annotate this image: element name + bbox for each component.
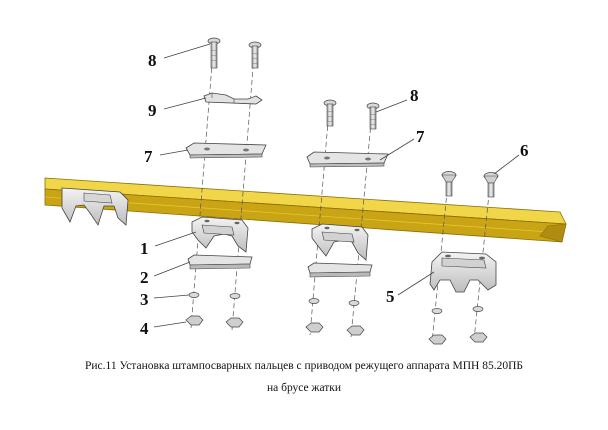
cutter-bar — [44, 177, 567, 243]
label-8-right: 8 — [410, 86, 419, 105]
bolt-pos6-b — [483, 172, 499, 198]
finger-on-bar — [61, 187, 129, 226]
label-5: 5 — [386, 287, 395, 306]
plate-pos7-right — [306, 151, 389, 168]
label-1: 1 — [140, 239, 149, 258]
drive-finger-pos5 — [429, 251, 497, 293]
bolt-pos8-b — [248, 41, 262, 69]
plate-pos7-left — [185, 142, 267, 159]
callout-labels: 8 9 7 1 2 3 4 8 7 6 5 — [140, 51, 529, 338]
label-9: 9 — [148, 101, 157, 120]
label-6: 6 — [520, 141, 529, 160]
plate-pos9 — [203, 92, 263, 105]
label-7-right: 7 — [416, 127, 425, 146]
washers-pos3 — [188, 292, 484, 314]
plate-pos2 — [187, 254, 253, 270]
figure-caption-line1: Рис.11 Установка штампосварных пальцев с… — [84, 360, 524, 372]
leader-lines — [153, 43, 520, 328]
finger-pos1 — [191, 216, 249, 253]
nuts-pos4 — [185, 315, 488, 345]
label-3: 3 — [140, 290, 149, 309]
finger-middle — [311, 223, 369, 261]
plate-middle-lower — [307, 262, 373, 278]
label-7-left: 7 — [144, 147, 153, 166]
bolt-pos8-a — [207, 37, 221, 69]
figure-caption-line2: на брусе жатки — [266, 382, 342, 394]
bolt-pos6-a — [441, 171, 457, 197]
label-4: 4 — [140, 319, 149, 338]
bolt-pos8-d — [366, 102, 380, 130]
label-8-left: 8 — [148, 51, 157, 70]
bolt-pos8-c — [323, 99, 337, 127]
label-2: 2 — [140, 268, 149, 287]
